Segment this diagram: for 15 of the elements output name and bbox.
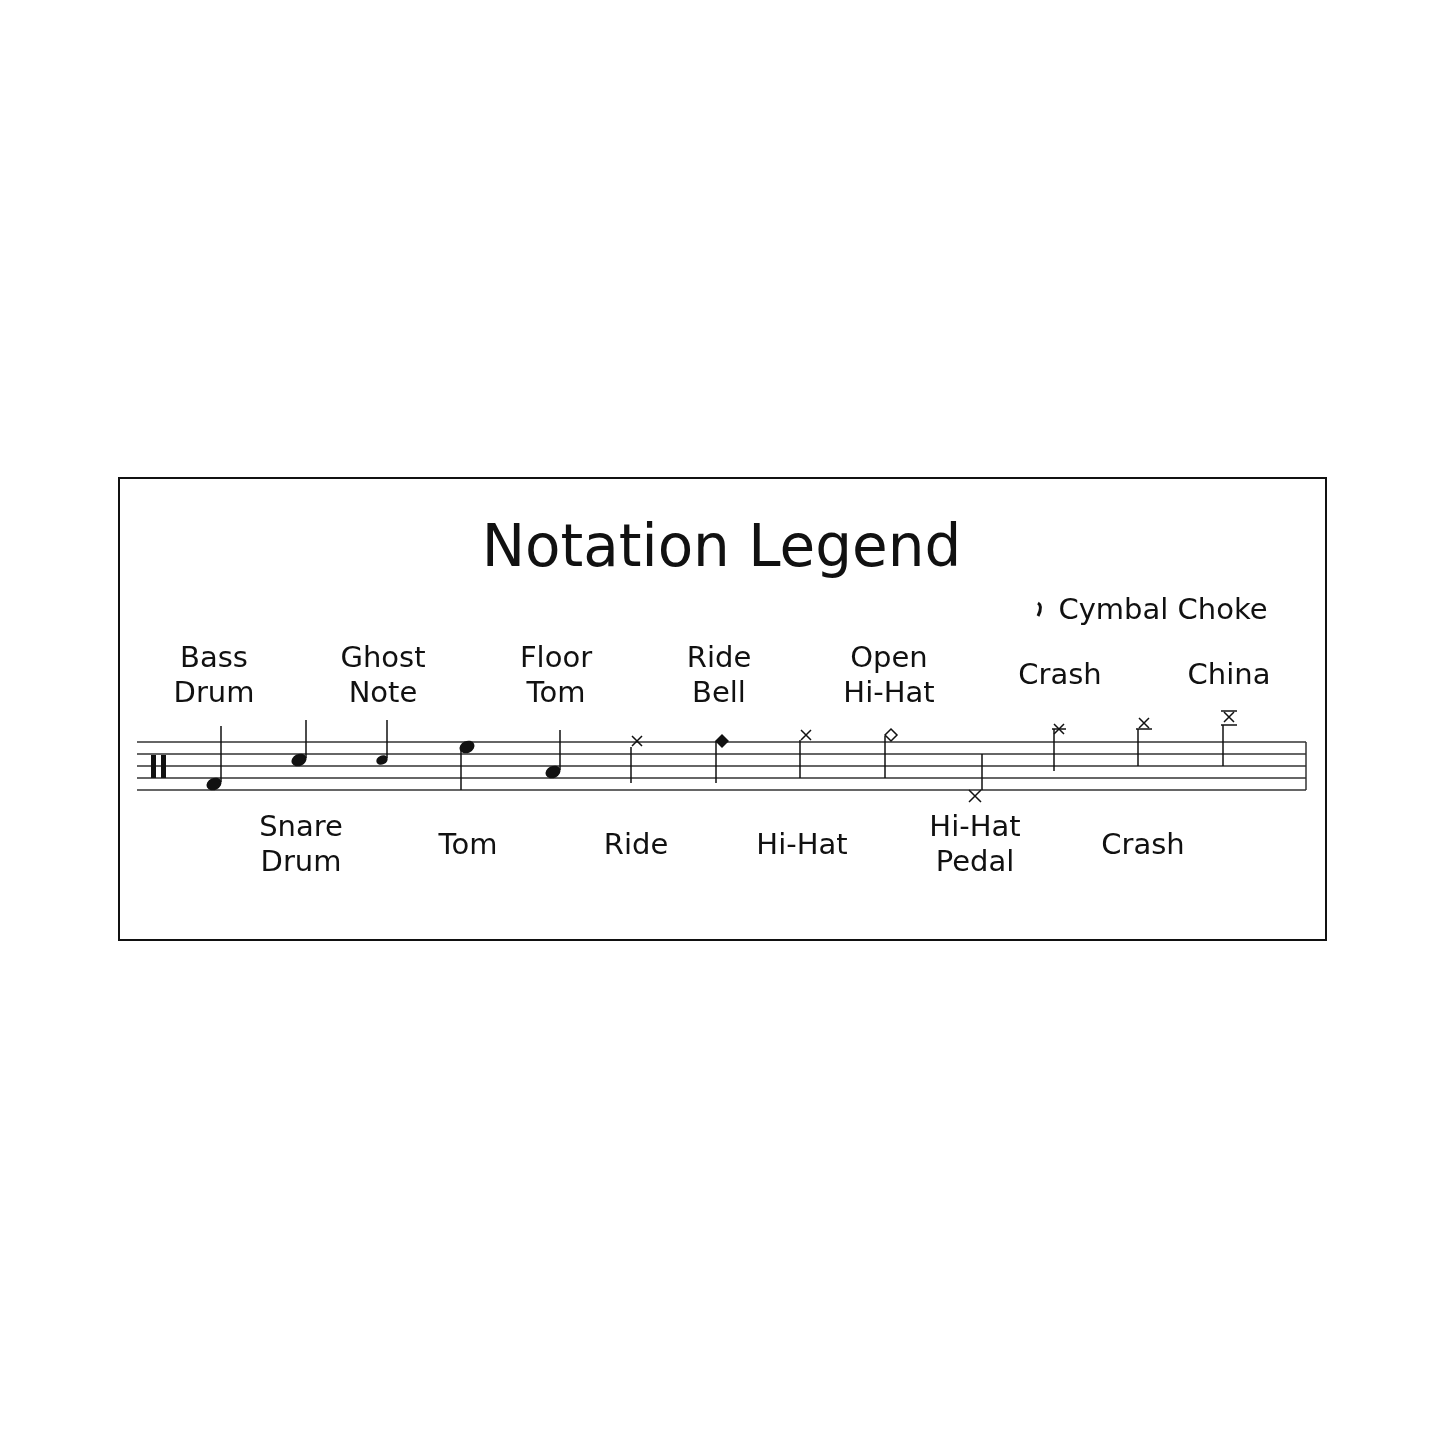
instrument-label: Tom — [437, 827, 499, 862]
instrument-label: Crash — [1100, 827, 1186, 862]
instrument-label: Crash — [1017, 657, 1103, 692]
instrument-label: Ride Bell — [685, 640, 753, 710]
instrument-label: Snare Drum — [258, 809, 344, 879]
instrument-label: Ghost Note — [339, 640, 427, 710]
instrument-label: Bass Drum — [172, 640, 256, 710]
legend-title: Notation Legend — [480, 512, 963, 580]
instrument-label: Ride — [602, 827, 670, 862]
instrument-label: Open Hi-Hat — [842, 640, 936, 710]
instrument-label: Hi-Hat Pedal — [928, 809, 1022, 879]
instrument-label: Hi-Hat — [755, 827, 849, 862]
instrument-label: China — [1186, 657, 1272, 692]
instrument-label: Floor Tom — [518, 640, 594, 710]
instrument-label: Cymbal Choke — [1057, 592, 1269, 627]
